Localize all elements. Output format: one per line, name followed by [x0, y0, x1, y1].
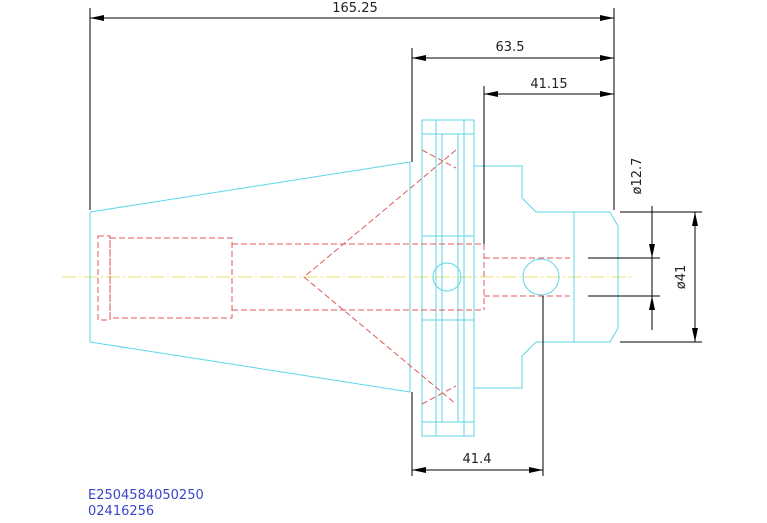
taper-outline	[89, 161, 411, 393]
dim-bore-diameter	[588, 206, 660, 330]
dim-shoulder-to-end-label: 41.15	[530, 77, 567, 92]
dim-hole-spacing	[411, 296, 544, 476]
dim-shoulder-to-end	[483, 86, 614, 244]
hidden-lines	[97, 149, 570, 405]
dim-shank-diameter	[620, 211, 702, 343]
part-number: E2504584050250	[88, 488, 204, 503]
order-code: 02416256	[88, 504, 155, 519]
dim-flange-to-end-label: 63.5	[496, 40, 525, 55]
dim-flange-to-end	[411, 48, 614, 162]
dim-overall-length-label: 165.25	[332, 1, 378, 16]
dim-bore-diameter-label: ø12.7	[630, 158, 645, 195]
flange-outline	[421, 119, 475, 437]
dim-shank-diameter-label: ø41	[674, 265, 689, 290]
dim-hole-spacing-label: 41.4	[463, 452, 492, 467]
body-outline	[474, 165, 619, 389]
dim-overall-length	[89, 8, 615, 210]
part-codes: E2504584050250 02416256	[88, 488, 204, 520]
